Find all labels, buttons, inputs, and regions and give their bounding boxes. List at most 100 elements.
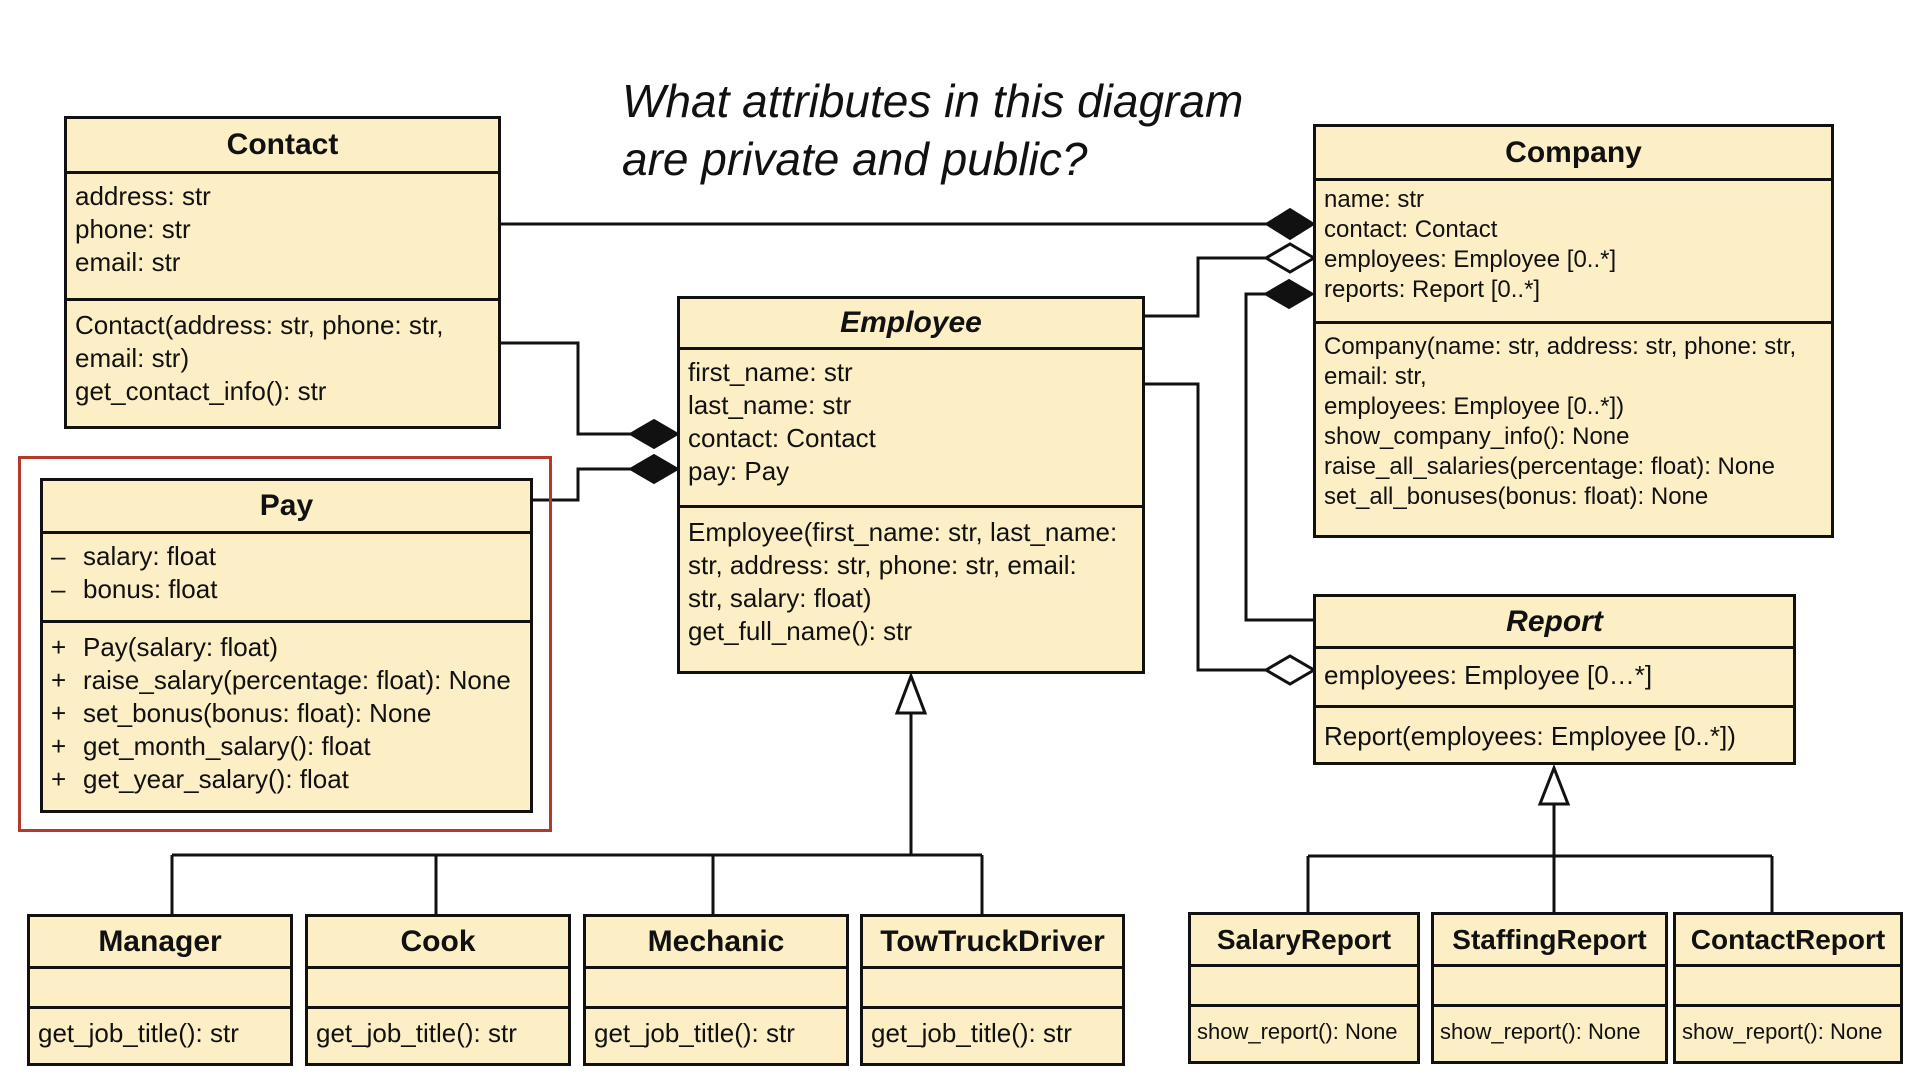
- method: email: str,: [1324, 363, 1427, 390]
- method: show_company_info(): None: [1324, 423, 1630, 450]
- method: get_job_title(): str: [316, 1018, 517, 1048]
- method: Pay(salary: float): [83, 632, 279, 662]
- visibility-public: +: [51, 731, 67, 761]
- method: get_job_title(): str: [871, 1018, 1072, 1048]
- method: raise_salary(percentage: float): None: [83, 665, 511, 695]
- class-attributes-empty: [30, 969, 290, 1009]
- private-attribute: –salary: float: [51, 540, 522, 573]
- class-name: Cook: [308, 917, 568, 969]
- class-manager[interactable]: Manager get_job_title(): str: [27, 914, 293, 1066]
- class-methods: show_report(): None: [1676, 1007, 1900, 1061]
- class-methods: show_report(): None: [1434, 1007, 1665, 1061]
- method: show_report(): None: [1440, 1019, 1641, 1044]
- class-methods: Contact(address: str, phone: str, email:…: [67, 301, 498, 426]
- visibility-public: +: [51, 764, 67, 794]
- attribute: pay: Pay: [688, 456, 790, 486]
- attribute: salary: float: [83, 541, 216, 571]
- class-attributes-empty: [1434, 967, 1665, 1007]
- company-report-composition-line: [1244, 292, 1313, 622]
- attribute: employees: Employee [0…*]: [1324, 660, 1653, 690]
- class-methods: + Pay(salary: float) + raise_salary(percen…: [43, 623, 530, 810]
- method: get_month_salary(): float: [83, 731, 371, 761]
- attribute: email: str: [75, 247, 181, 277]
- method: raise_all_salaries(percentage: float): N…: [1324, 453, 1775, 480]
- class-name: ContactReport: [1676, 915, 1900, 967]
- method: get_job_title(): str: [594, 1018, 795, 1048]
- method: employees: Employee [0..*]): [1324, 393, 1625, 420]
- class-attributes: –salary: float –bonus: float: [43, 534, 530, 623]
- class-name: Manager: [30, 917, 290, 969]
- pay-highlight-frame: [18, 456, 552, 832]
- class-methods: Company(name: str, address: str, phone: …: [1316, 324, 1831, 535]
- class-contactreport[interactable]: ContactReport show_report(): None: [1673, 912, 1903, 1064]
- class-attributes-empty: [308, 969, 568, 1009]
- attribute: last_name: str: [688, 390, 852, 420]
- class-methods: show_report(): None: [1191, 1007, 1417, 1061]
- class-towtruckdriver[interactable]: TowTruckDriver get_job_title(): str: [860, 914, 1125, 1066]
- method: show_report(): None: [1197, 1019, 1398, 1044]
- class-contact[interactable]: Contact address: str phone: str email: s…: [64, 116, 501, 429]
- public-method: + get_month_salary(): float: [51, 730, 522, 763]
- class-attributes-empty: [586, 969, 846, 1009]
- class-name: Mechanic: [586, 917, 846, 969]
- class-methods: get_job_title(): str: [30, 1009, 290, 1063]
- class-attributes: first_name: str last_name: str contact: …: [680, 350, 1142, 508]
- class-name: Employee: [680, 299, 1142, 350]
- employee-company-aggregation-line: [1144, 256, 1270, 318]
- class-methods: get_job_title(): str: [308, 1009, 568, 1063]
- class-name: Pay: [43, 481, 530, 534]
- class-name: Company: [1316, 127, 1831, 181]
- method: Contact(address: str, phone: str,: [75, 310, 444, 340]
- class-attributes-empty: [1676, 967, 1900, 1007]
- class-name: StaffingReport: [1434, 915, 1665, 967]
- visibility-public: +: [51, 698, 67, 728]
- inheritance-triangle-icon: [1537, 763, 1571, 806]
- attribute: employees: Employee [0..*]: [1324, 246, 1617, 273]
- public-method: + get_year_salary(): float: [51, 763, 522, 796]
- class-methods: Report(employees: Employee [0..*]): [1316, 708, 1793, 762]
- question-line-2: are private and public?: [622, 133, 1088, 185]
- class-methods: get_job_title(): str: [863, 1009, 1122, 1063]
- diagram-question: What attributes in this diagram are priv…: [622, 72, 1342, 188]
- class-report[interactable]: Report employees: Employee [0…*] Report(…: [1313, 594, 1796, 765]
- class-attributes: address: str phone: str email: str: [67, 174, 498, 301]
- class-name: SalaryReport: [1191, 915, 1417, 967]
- filled-diamond-icon: [1264, 207, 1316, 241]
- contact-employee-composition-line: [500, 341, 636, 436]
- class-cook[interactable]: Cook get_job_title(): str: [305, 914, 571, 1066]
- question-line-1: What attributes in this diagram: [622, 75, 1244, 127]
- employee-report-aggregation-line: [1144, 382, 1270, 672]
- class-salaryreport[interactable]: SalaryReport show_report(): None: [1188, 912, 1420, 1064]
- attribute: address: str: [75, 181, 211, 211]
- class-employee[interactable]: Employee first_name: str last_name: str …: [677, 296, 1145, 674]
- class-mechanic[interactable]: Mechanic get_job_title(): str: [583, 914, 849, 1066]
- class-pay[interactable]: Pay –salary: float –bonus: float + Pay(sa…: [40, 478, 533, 813]
- class-methods: Employee(first_name: str, last_name: str…: [680, 508, 1142, 671]
- class-name: Contact: [67, 119, 498, 174]
- class-attributes: employees: Employee [0…*]: [1316, 649, 1793, 708]
- class-company[interactable]: Company name: str contact: Contact emplo…: [1313, 124, 1834, 538]
- attribute: reports: Report [0..*]: [1324, 276, 1541, 303]
- attribute: contact: Contact: [688, 423, 876, 453]
- class-name: Report: [1316, 597, 1793, 649]
- attribute: name: str: [1324, 186, 1425, 213]
- class-name: TowTruckDriver: [863, 917, 1122, 969]
- method: str, salary: float): [688, 583, 872, 613]
- method: Report(employees: Employee [0..*]): [1324, 721, 1736, 751]
- method: set_all_bonuses(bonus: float): None: [1324, 483, 1709, 510]
- class-methods: get_job_title(): str: [586, 1009, 846, 1063]
- attribute: contact: Contact: [1324, 216, 1498, 243]
- private-attribute: –bonus: float: [51, 573, 522, 606]
- method: set_bonus(bonus: float): None: [83, 698, 432, 728]
- class-attributes-empty: [1191, 967, 1417, 1007]
- class-staffingreport[interactable]: StaffingReport show_report(): None: [1431, 912, 1668, 1064]
- class-attributes: name: str contact: Contact employees: Em…: [1316, 181, 1831, 324]
- attribute: bonus: float: [83, 574, 218, 604]
- method: get_full_name(): str: [688, 616, 912, 646]
- method: email: str): [75, 343, 190, 373]
- attribute: first_name: str: [688, 357, 853, 387]
- method: get_year_salary(): float: [83, 764, 349, 794]
- public-method: + set_bonus(bonus: float): None: [51, 697, 522, 730]
